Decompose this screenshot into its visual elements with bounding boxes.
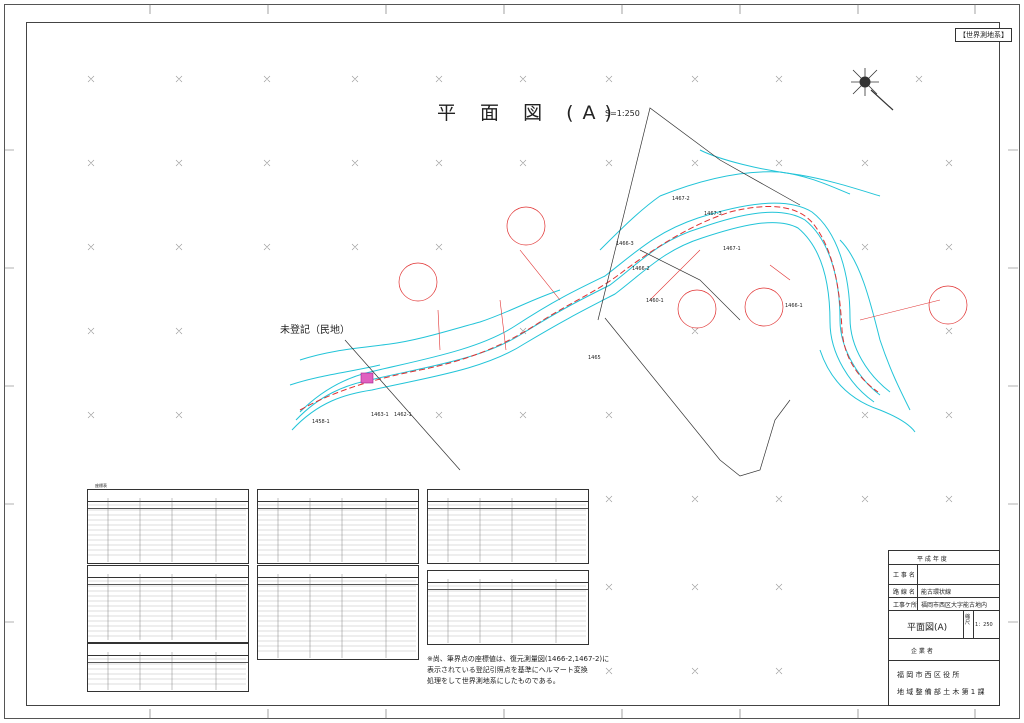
title-block: 平 成 年 度 工 事 名 路 線 名 能古環状線 工事ケ所 福岡市西区大字能古… [888, 550, 1000, 706]
lot-number: 1467-2 [672, 196, 690, 202]
grid-crosses [87, 75, 953, 675]
coordinate-table-column-header [88, 656, 248, 663]
north-arrow-icon [851, 68, 894, 111]
coordinate-table-header [428, 571, 588, 583]
title-block-divider [917, 564, 918, 610]
coordinate-tables-caption: 座標表 [95, 483, 107, 488]
coordinate-table-column-header [88, 578, 248, 585]
coordinate-table [427, 570, 589, 645]
lot-number: 1466-1 [785, 303, 803, 309]
title-block-row: 福 岡 市 西 区 役 所 地 域 整 備 部 土 木 第 1 課 [889, 660, 999, 705]
coordinate-table [87, 489, 249, 564]
coordinate-table-header [428, 490, 588, 502]
unregistered-land-label: 未登記（民地） [280, 325, 350, 336]
coordinate-table [257, 489, 419, 564]
coordinate-table-header [258, 566, 418, 578]
company-label: 企 業 者 [911, 648, 933, 655]
coordinate-table [87, 643, 249, 692]
title-block-divider [973, 610, 974, 638]
lot-number: 1467-1 [723, 246, 741, 252]
road-centerline [299, 206, 879, 411]
crs-label: 【世界測地系】 [955, 28, 1012, 42]
outer-frame [4, 4, 1020, 719]
route-label: 路 線 名 [893, 589, 915, 596]
title-block-divider [963, 610, 964, 638]
lot-number: 1466-3 [616, 241, 634, 247]
route-value: 能古環状線 [921, 589, 952, 596]
coordinate-table-column-header [88, 502, 248, 509]
lot-number: 1460-1 [646, 298, 664, 304]
note-line: ※尚、筆界点の座標値は、復元測量図(1466-2,1467-2)に [427, 655, 610, 663]
title-block-row: 工 事 名 [889, 564, 999, 585]
curve-circles [398, 206, 968, 329]
org-line-1: 福 岡 市 西 区 役 所 [897, 671, 960, 679]
location-value: 福岡市西区大字能古地内 [921, 602, 988, 609]
year-label: 平 成 年 度 [917, 556, 947, 563]
coordinate-table [257, 565, 419, 660]
lot-number: 1465 [588, 355, 601, 361]
title-block-row: 平面図(A) 縮 尺 1：250 [889, 610, 999, 639]
coordinate-table-header [88, 566, 248, 578]
page-title: 平 面 図 (A) [437, 102, 621, 124]
lot-number: 1466-2 [632, 266, 650, 272]
scale-label: S=1:250 [605, 109, 640, 118]
coordinate-table-column-header [258, 578, 418, 585]
coordinate-table-header [88, 490, 248, 502]
lot-number: 1462-1 [394, 412, 412, 418]
scale-caption: 縮 尺 [965, 614, 971, 626]
title-block-row: 平 成 年 度 [889, 551, 999, 565]
coordinate-table-column-header [428, 502, 588, 509]
unregistered-area [360, 372, 374, 384]
title-block-row: 企 業 者 [889, 638, 999, 661]
title-block-row: 工事ケ所 福岡市西区大字能古地内 [889, 597, 999, 611]
ruler-ticks [4, 4, 1018, 719]
lot-number: 1458-1 [312, 419, 330, 425]
scale-value: 1：250 [975, 622, 993, 628]
note-line: 表示されている登記引照点を基準にヘルマート変換 [427, 666, 588, 674]
org-line-2: 地 域 整 備 部 土 木 第 1 課 [897, 688, 985, 696]
project-name-label: 工 事 名 [893, 572, 915, 579]
coordinate-table [87, 565, 249, 643]
lot-number: 1463-1 [371, 412, 389, 418]
survey-lines [344, 107, 801, 477]
survey-note: ※尚、筆界点の座標値は、復元測量図(1466-2,1467-2)に 表示されてい… [427, 654, 617, 687]
road-outlines [289, 149, 916, 433]
coordinate-table [427, 489, 589, 564]
coordinate-table-column-header [258, 502, 418, 509]
note-line: 処理をして世界測地系にしたものである。 [427, 677, 560, 685]
coordinate-table-header [88, 644, 248, 656]
inner-frame [26, 22, 1000, 706]
drawing-name: 平面図(A) [907, 623, 948, 633]
lot-number: 1467-3 [704, 211, 722, 217]
coordinate-table-column-header [428, 583, 588, 590]
dimension-lines [437, 249, 941, 351]
title-block-row: 路 線 名 能古環状線 [889, 584, 999, 598]
location-label: 工事ケ所 [893, 602, 918, 609]
coordinate-table-header [258, 490, 418, 502]
